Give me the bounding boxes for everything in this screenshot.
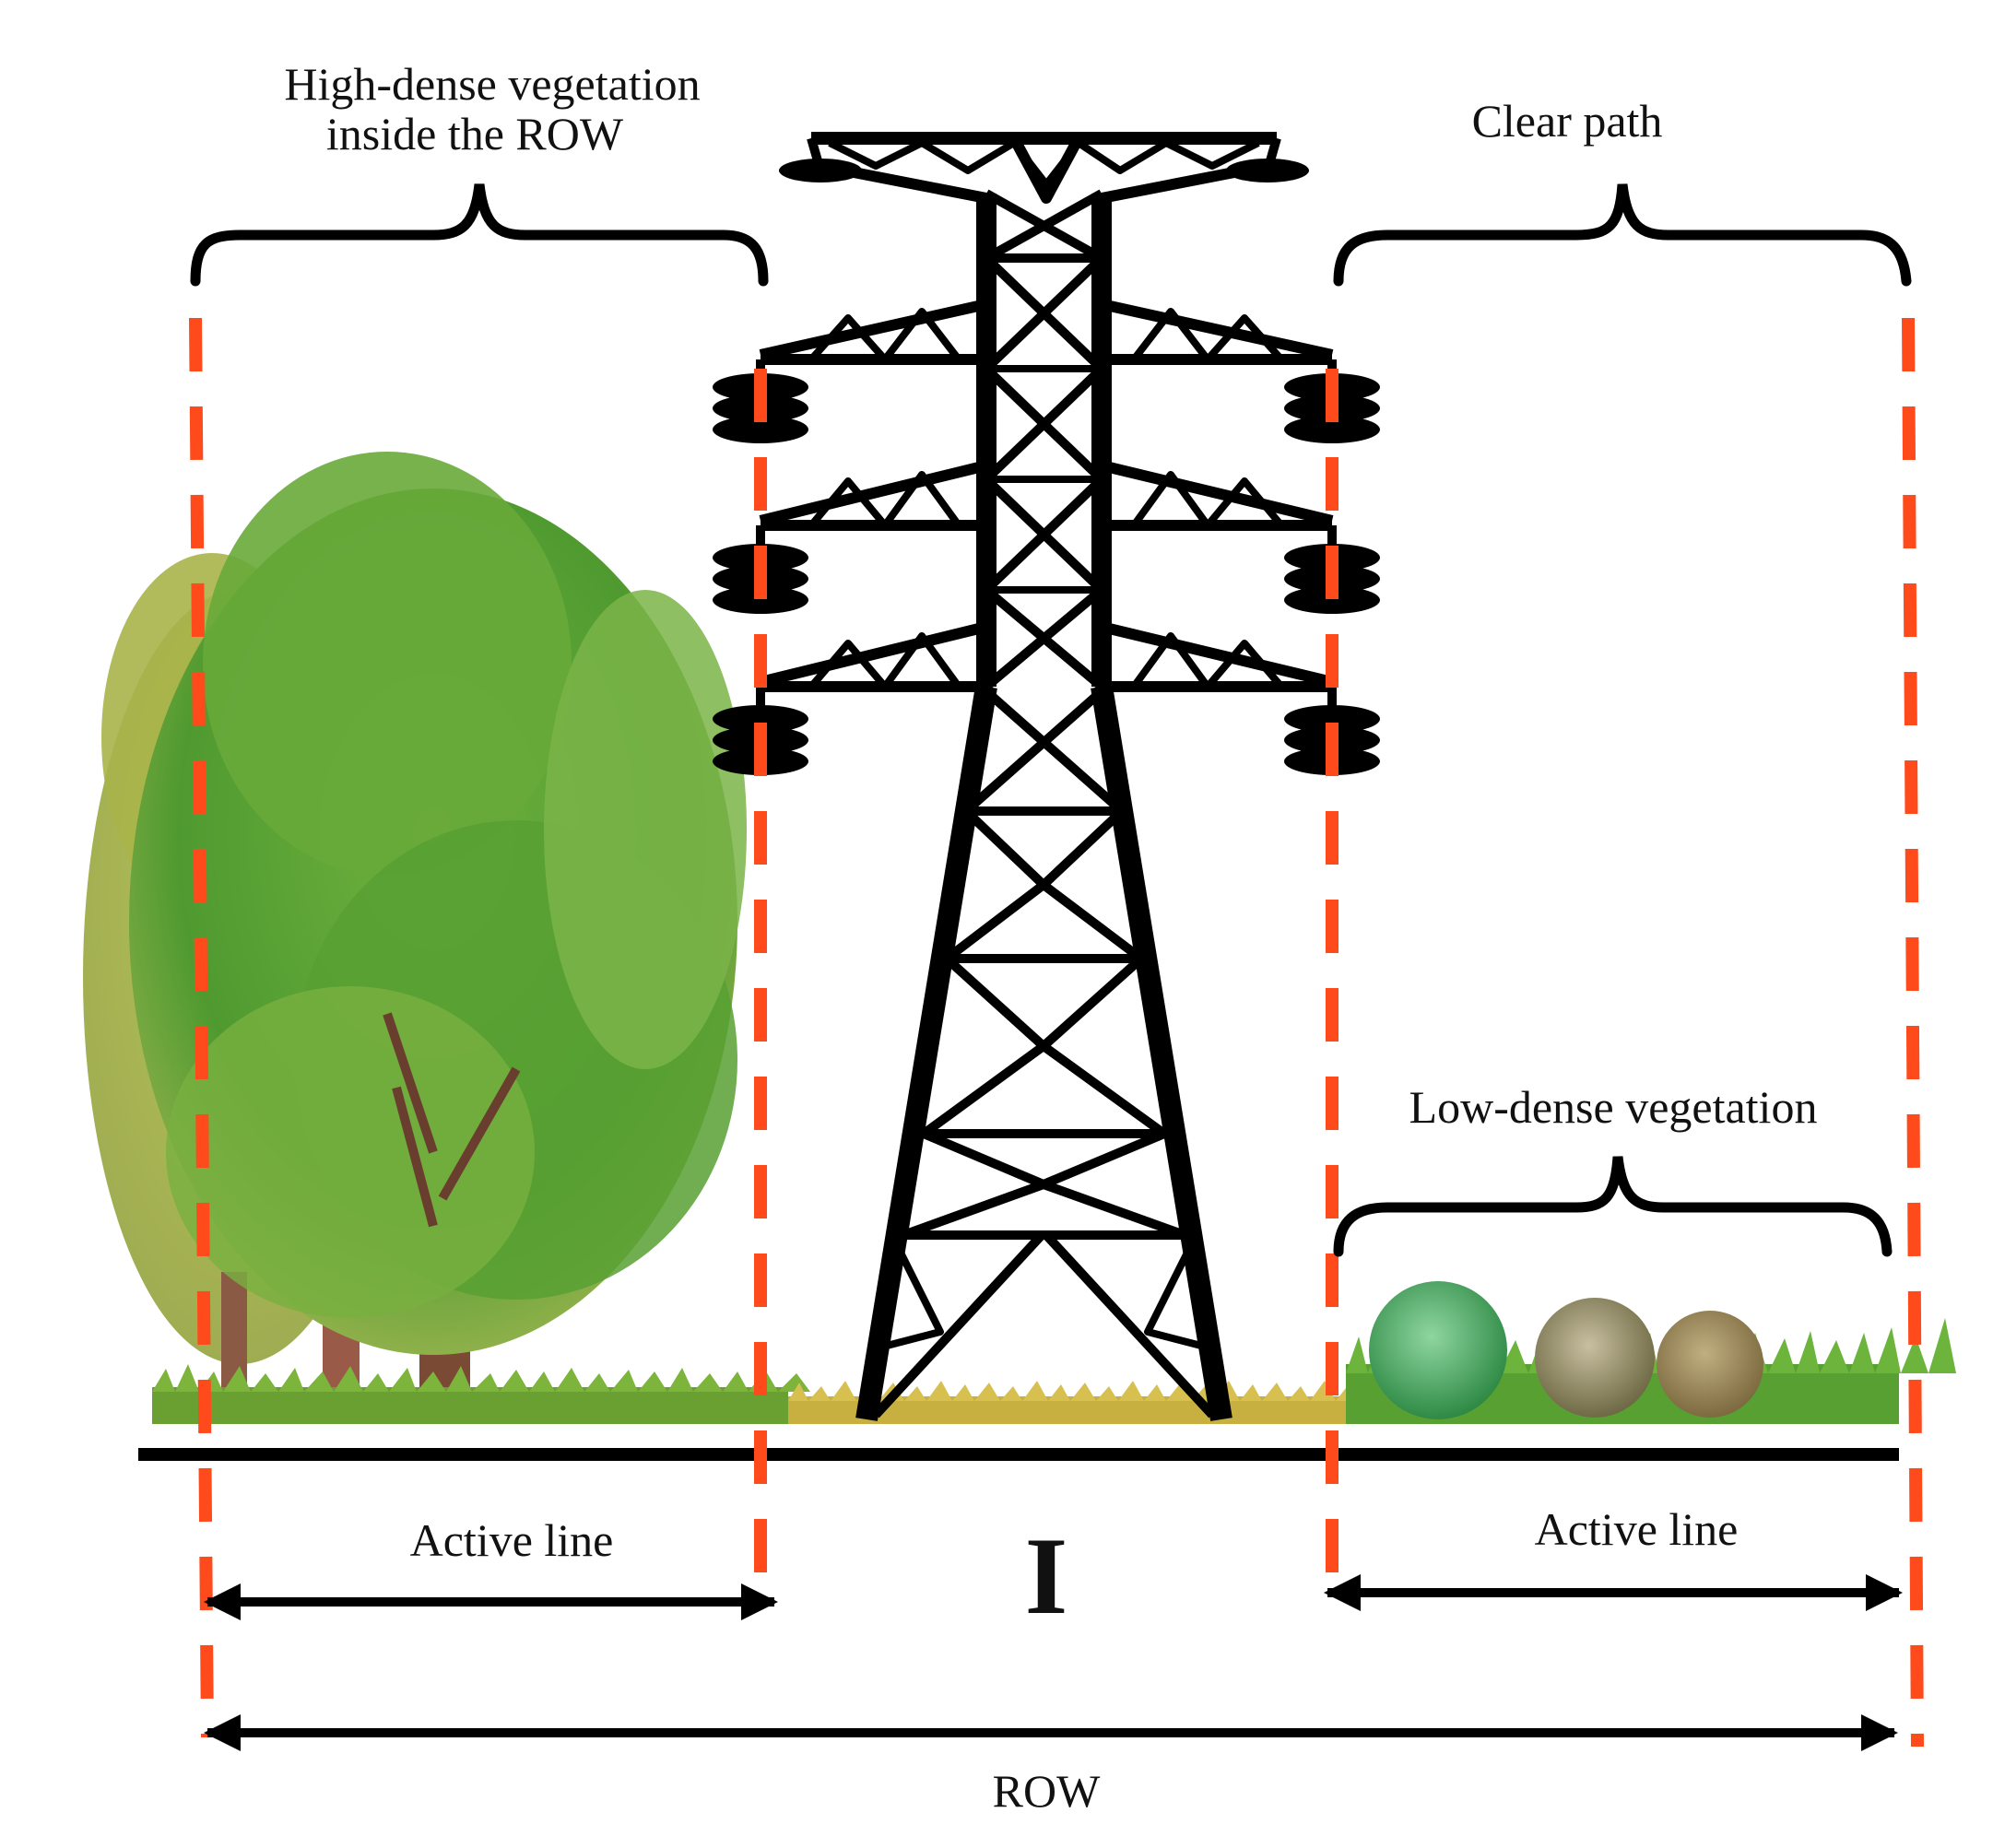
label-high-dense-line2: inside the ROW — [326, 108, 624, 159]
shrub-icon — [1369, 1281, 1763, 1419]
label-low-dense: Low-dense vegetation — [1409, 1081, 1818, 1133]
boundary-lines — [189, 317, 1924, 1748]
label-active-line-right: Active line — [1535, 1503, 1739, 1555]
tree-icon — [83, 452, 747, 1410]
label-high-dense-line1: High-dense vegetation — [284, 58, 700, 110]
curly-brace-icon — [190, 183, 1912, 1257]
right-row-boundary — [1902, 317, 1924, 1748]
brace-high-dense — [190, 183, 769, 287]
label-active-line-left: Active line — [410, 1514, 614, 1566]
label-row: ROW — [993, 1765, 1101, 1817]
label-clear-path: Clear path — [1472, 95, 1663, 147]
brace-low-dense — [1333, 1156, 1893, 1257]
label-center-marker: I — [1025, 1514, 1068, 1637]
double-arrow-icon — [204, 1574, 1903, 1751]
left-row-boundary — [189, 317, 214, 1738]
brace-clear-path — [1333, 183, 1912, 287]
transmission-tower-icon — [713, 132, 1380, 1421]
